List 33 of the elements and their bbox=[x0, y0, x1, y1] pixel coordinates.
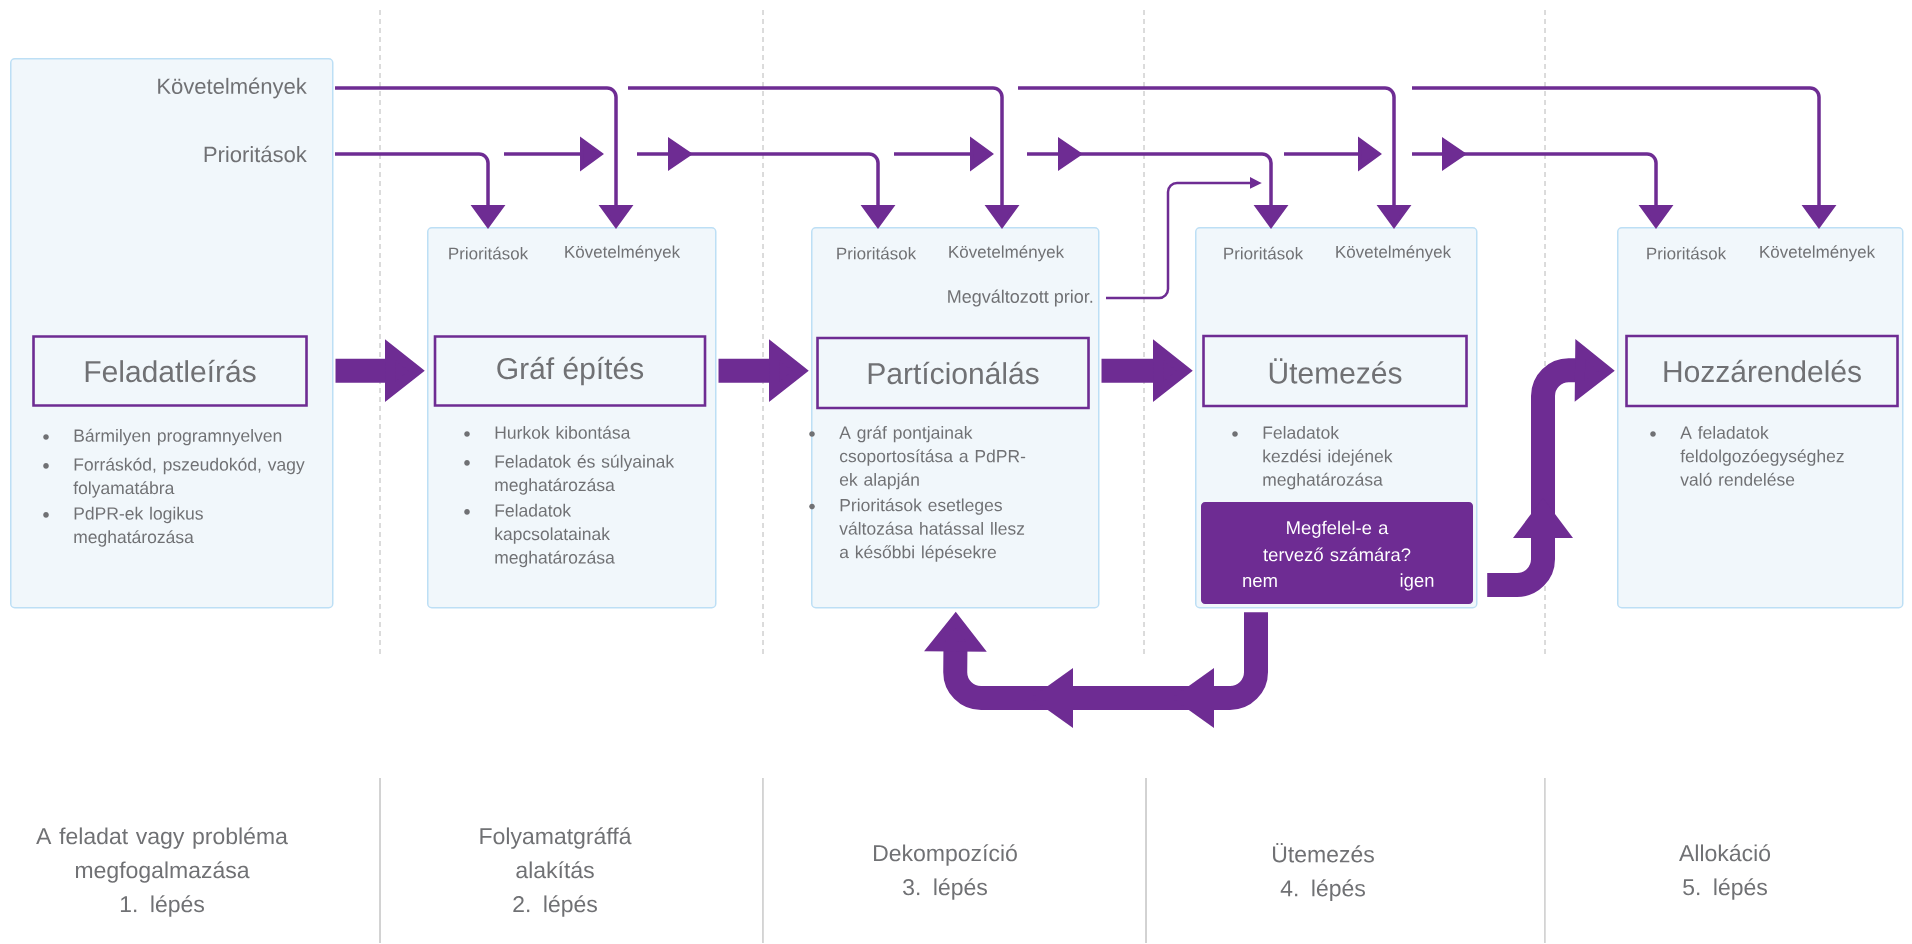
step-caption: Ütemezés 4. lépés bbox=[1273, 843, 1374, 901]
bullet-item: Feladatok kapcsolatainak meghatározása bbox=[464, 503, 615, 568]
column-header: Prioritások bbox=[1224, 246, 1304, 260]
step-caption: Dekompozíció 3. lépés bbox=[874, 844, 1017, 900]
bullet-item: Feladatok kezdési idejének meghatározása bbox=[1232, 425, 1393, 490]
note-label: Megváltozott prior. bbox=[948, 289, 1093, 307]
column-header: Követelmények bbox=[1760, 245, 1876, 262]
bullet-item: Feladatok és súlyainak meghatározása bbox=[464, 454, 675, 495]
step-caption: Allokáció 5. lépés bbox=[1679, 844, 1771, 900]
column-header: Követelmények bbox=[1336, 245, 1452, 262]
column-header: Követelmények bbox=[565, 245, 681, 262]
bullet-item: Prioritások esetleges változása hatással llesz a későbbi lépésekre bbox=[809, 498, 1025, 562]
step-box: Hozzárendelés bbox=[1625, 334, 1899, 408]
bullet-item: Forráskód, pszeudokód, vagy folyamatábra bbox=[43, 457, 305, 498]
bullet-item: PdPR-ek logikus meghatározása bbox=[43, 506, 203, 547]
step-caption: Folyamatgráffá alakítás 2. lépés bbox=[480, 827, 632, 917]
step-box: Ütemezés bbox=[1202, 334, 1468, 408]
column-header: Prioritások bbox=[1647, 246, 1727, 260]
step-caption: A feladat vagy probléma megfogalmazása 1. lépés bbox=[36, 827, 288, 917]
step-box: Feladatleírás bbox=[32, 335, 308, 407]
row-label: Követelmények bbox=[158, 77, 307, 99]
option-label: nem bbox=[1243, 576, 1277, 588]
bullet-item: A gráf pontjainak csoportosítása a PdPR-ek alapján bbox=[809, 425, 1026, 490]
option-label: igen bbox=[1400, 573, 1434, 591]
bullet-item: A feladatok feldolgozóegységhez való rendelése bbox=[1650, 425, 1844, 486]
column-header: Prioritások bbox=[449, 246, 529, 260]
bullet-item: Bármilyen programnyelven bbox=[43, 428, 282, 446]
bullet-item: Hurkok kibontása bbox=[464, 425, 631, 439]
column-header: Követelmények bbox=[949, 245, 1065, 262]
step-box: Partícionálás bbox=[816, 336, 1090, 410]
column-header: Prioritások bbox=[837, 246, 917, 260]
row-label: Prioritások bbox=[204, 145, 307, 163]
step-box: Gráf építés bbox=[433, 335, 707, 407]
